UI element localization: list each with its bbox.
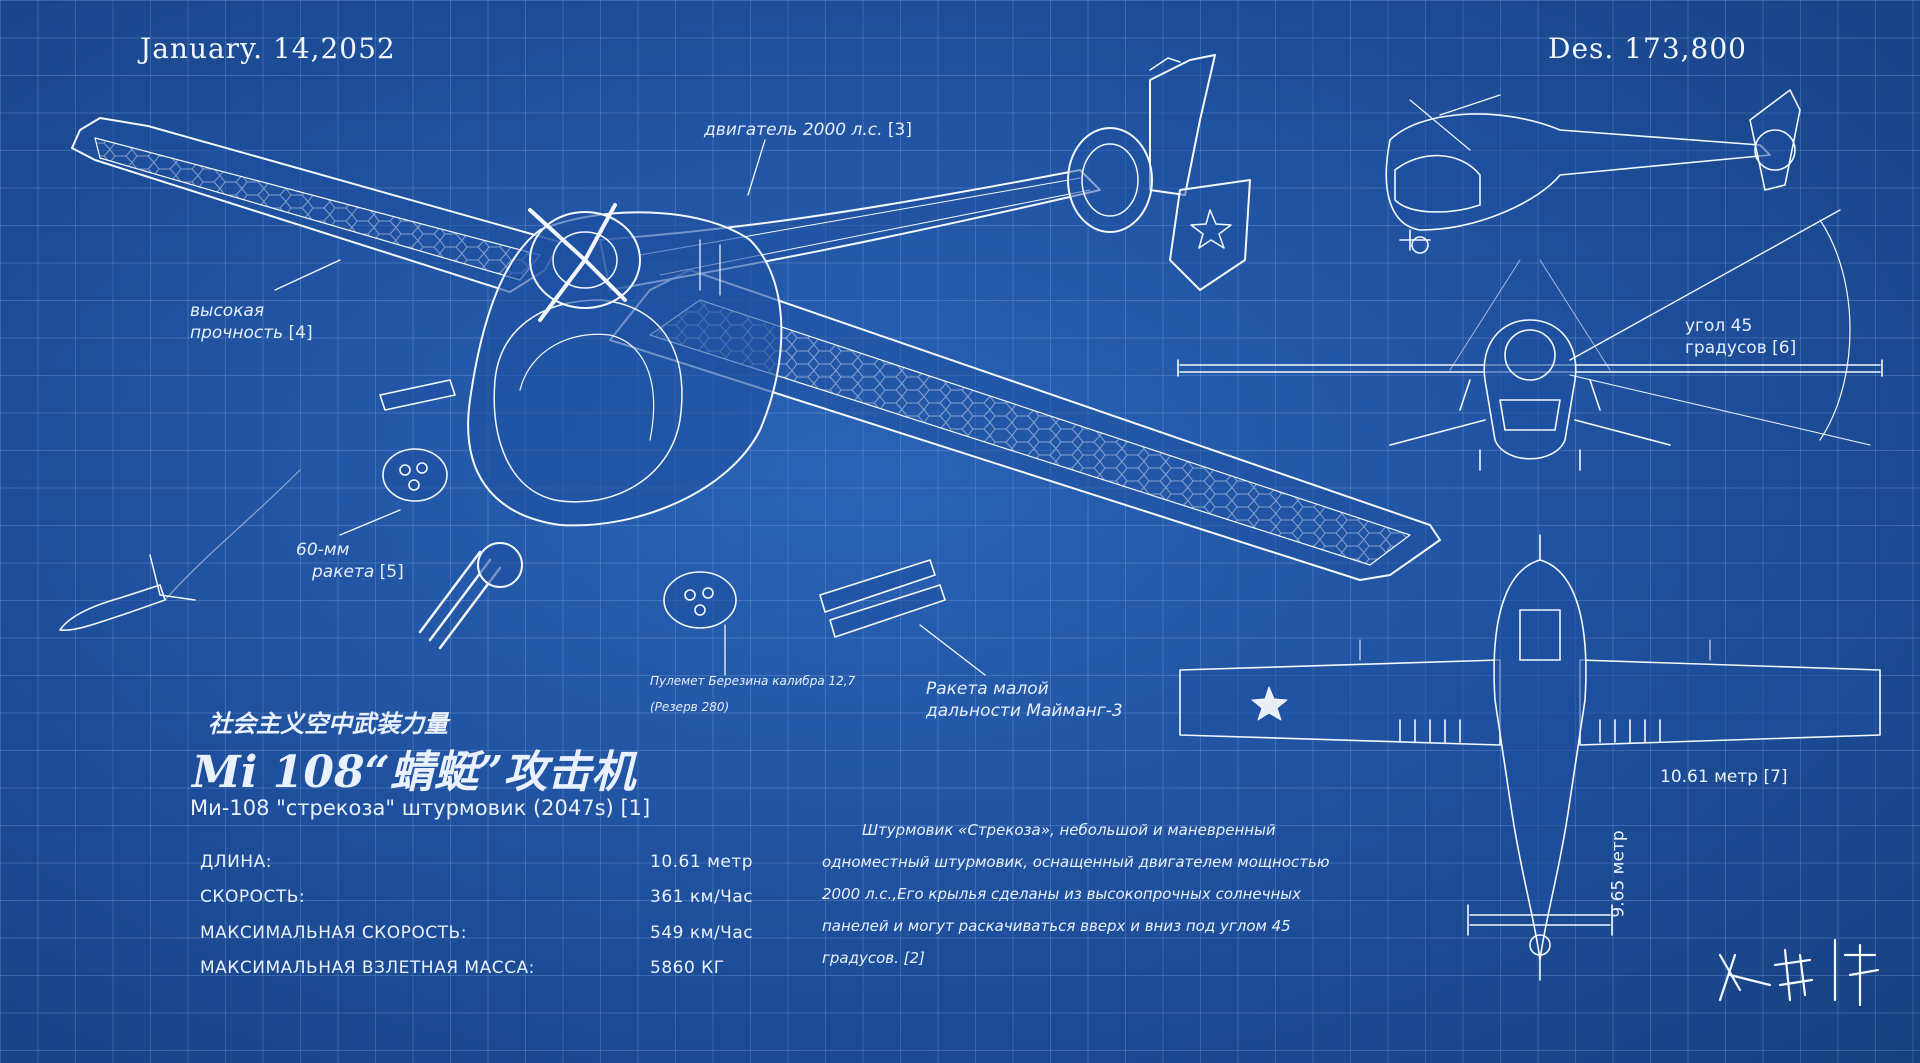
callout-engine: двигатель 2000 л.с. [3] [704,119,912,141]
callout-strength-line1: высокая [190,301,265,321]
dimension-span: 10.61 метр [7] [1660,767,1788,787]
callout-rocket-ref: [5] [379,562,404,582]
artist-signature [1720,940,1880,1010]
callout-missile: Ракета малой дальности Майманг-3 [926,678,1123,722]
russian-title-ref: [1] [620,796,651,820]
spec-value-max-speed: 549 км/Час [650,923,754,943]
callout-angle-line2: градусов [1685,338,1767,358]
spec-label-speed: СКОРОСТЬ: [200,887,306,907]
callout-strength: высокая прочность [4] [190,300,313,344]
callout-rocket: 60-мм ракета [5] [296,539,404,583]
callout-rocket-line2: ракета [312,562,375,582]
description-line-2: одноместный штурмовик, оснащенный двигат… [822,853,1330,871]
spec-value-takeoff-mass: 5860 КГ [650,958,725,978]
spec-label-takeoff-mass: МАКСИМАЛЬНАЯ ВЗЛЕТНАЯ МАССА: [200,958,535,978]
main-aircraft-drawing [59,54,1441,676]
callout-gun: Пулемет Березина калибра 12,7 (Резерв 28… [650,668,855,720]
callout-strength-ref: [4] [288,323,313,343]
chinese-title: Mi 108“蜻蜓”攻击机 [192,747,636,798]
russian-title-text: Ми-108 "стрекоза" штурмовик (2047s) [190,796,614,820]
spec-label-length: ДЛИНА: [200,852,272,872]
spec-value-speed: 361 км/Час [650,887,754,907]
spec-label-max-speed: МАКСИМАЛЬНАЯ СКОРОСТЬ: [200,923,467,943]
callout-engine-ref: [3] [887,120,913,140]
callout-missile-line2: дальности Майманг-3 [926,701,1123,721]
callout-angle-line1: угол 45 [1685,316,1753,336]
callout-strength-line2: прочность [190,323,284,343]
description-line-3: 2000 л.с.,Его крылья сделаны из высокопр… [822,885,1302,903]
description-line-4: панелей и могут раскачиваться вверх и вн… [822,917,1291,935]
callout-rocket-line1: 60-мм [296,540,350,560]
dimension-span-text: 10.61 метр [1660,767,1759,787]
callout-missile-line1: Ракета малой [926,679,1049,699]
dimension-length: 9.65 метр [1608,830,1629,918]
callout-gun-line1: Пулемет Березина калибра 12,7 [650,674,856,688]
signature-drawing [1718,938,1880,1007]
description-line-1: Штурмовик «Стрекоза», небольшой и маневр… [862,821,1276,839]
callout-gun-line2: (Резерв 280) [650,700,730,714]
front-view-drawing [1177,209,1883,471]
chinese-subtitle: 社会主义空中武装力量 [208,710,448,738]
russian-title: Ми-108 "стрекоза" штурмовик (2047s) [1] [190,796,650,820]
spec-value-length: 10.61 метр [650,852,754,872]
header-designation: Des. 173,800 [1548,32,1747,65]
dimension-span-ref: [7] [1763,767,1788,787]
callout-angle: угол 45 градусов [6] [1685,315,1796,359]
side-view-drawing [1385,89,1801,254]
callout-engine-text: двигатель 2000 л.с. [704,120,883,140]
description-line-5: градусов. [2] [822,949,925,967]
top-view-drawing [1179,534,1881,981]
header-date: January. 14,2052 [140,32,396,65]
callout-angle-ref: [6] [1772,338,1797,358]
